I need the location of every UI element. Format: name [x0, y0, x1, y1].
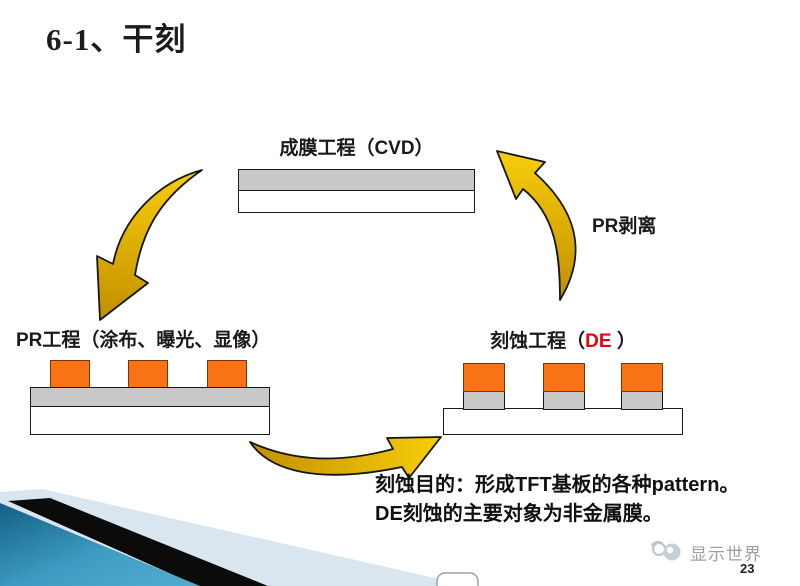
- note-line-2: DE刻蚀的主要对象为非金属膜。: [375, 503, 663, 525]
- watermark-logo-icon: [651, 540, 681, 561]
- cvd-film-layer: [238, 169, 475, 191]
- photoresist-block: [621, 363, 663, 392]
- pr-substrate-layer: [30, 405, 270, 435]
- etch-label-de: DE: [585, 331, 612, 352]
- pr-process-label: PR工程（涂布、曝光、显像）: [16, 330, 271, 351]
- etched-film-block: [543, 390, 585, 410]
- note-line-1: 刻蚀目的：形成TFT基板的各种pattern。: [375, 474, 740, 496]
- photoresist-block: [543, 363, 585, 392]
- photoresist-block: [463, 363, 505, 392]
- pr-process-wafer-diagram: [30, 360, 270, 435]
- photoresist-block: [128, 360, 168, 389]
- curved-arrow-etch-to-cvd-icon: [496, 150, 577, 301]
- etch-label-prefix: 刻蚀工程（: [490, 331, 586, 352]
- page-number: 23: [740, 561, 755, 576]
- cvd-process-label: 成膜工程（CVD）: [279, 138, 434, 159]
- etch-label-suffix: ）: [611, 331, 636, 352]
- cvd-wafer-diagram: [238, 169, 475, 213]
- curved-arrow-cvd-to-pr-icon: [96, 169, 203, 321]
- corner-decoration-teal-triangle: [0, 503, 200, 586]
- etched-film-block: [463, 390, 505, 410]
- photoresist-block: [50, 360, 90, 389]
- pr-strip-label: PR剥离: [592, 216, 657, 237]
- cvd-substrate-layer: [238, 189, 475, 213]
- etch-substrate-layer: [443, 408, 683, 435]
- pr-film-layer: [30, 387, 270, 407]
- slide-title: 6-1、干刻: [46, 22, 187, 57]
- etch-process-label: 刻蚀工程（DE ）: [443, 326, 683, 353]
- photoresist-block: [207, 360, 247, 389]
- bottom-tab-shape: [436, 572, 479, 586]
- etch-purpose-note: 刻蚀目的：形成TFT基板的各种pattern。 DE刻蚀的主要对象为非金属膜。: [375, 471, 739, 529]
- etched-film-block: [621, 390, 663, 410]
- curved-arrow-pr-to-etch-icon: [249, 436, 442, 479]
- etch-wafer-diagram: [443, 363, 683, 435]
- corner-decoration-black-stripe: [8, 498, 268, 586]
- watermark-text: 显示世界: [690, 544, 762, 564]
- watermark: 显示世界: [650, 539, 762, 565]
